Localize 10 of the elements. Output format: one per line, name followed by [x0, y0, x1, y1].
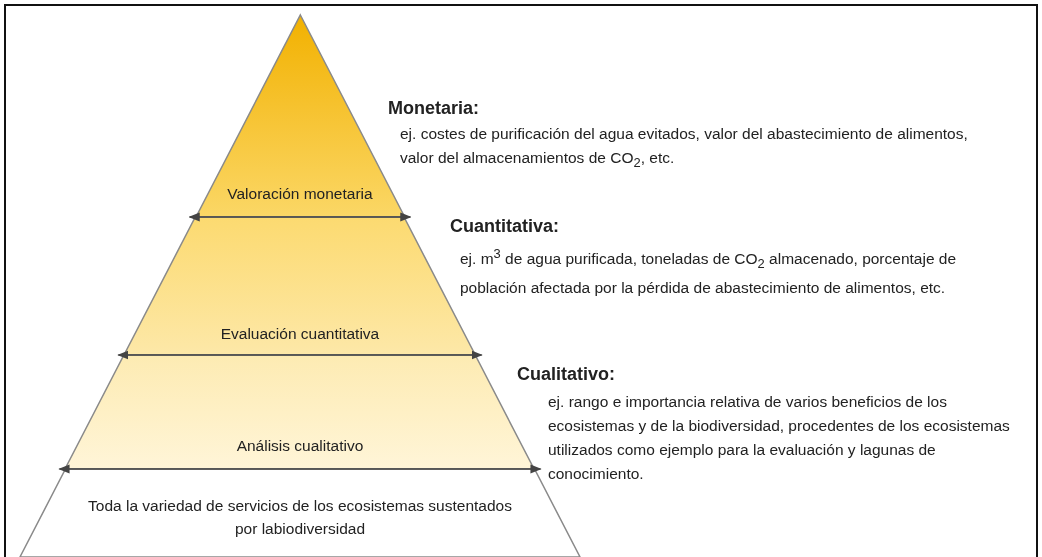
level-heading: Monetaria: [388, 97, 480, 120]
level-heading: Cuantitativa: [450, 215, 560, 238]
level-title: Evaluación cuantitativa [219, 324, 381, 344]
level-title: Toda la variedad de servicios de los ecosistemas sustentados por labiodiversidad [87, 496, 513, 539]
example-text: ej. rango e importancia relativa de varios beneficios de los ecosistemas y de la biodiversidad, procedentes de los ecosistemas utilizados como ejemplo para la evaluación y lagunas de conocimiento. [548, 392, 1011, 484]
example-text: ej. m$^{3}$ de agua purificada, toneladas de CO$_{2}$ almacenado, porcentaje de población afectada por la pérdida de abastecimiento de alimentos, etc. [460, 245, 958, 299]
level-title: Análisis cualitativo [235, 436, 365, 456]
example-text: ej. costes de purificación del agua evitados, valor del abastecimiento de alimentos, valor del almacenamientos de CO$_{2}$, etc. [400, 124, 969, 173]
level-heading: Cualitativo: [517, 363, 616, 386]
level-title: Valoración monetaria [226, 184, 374, 204]
